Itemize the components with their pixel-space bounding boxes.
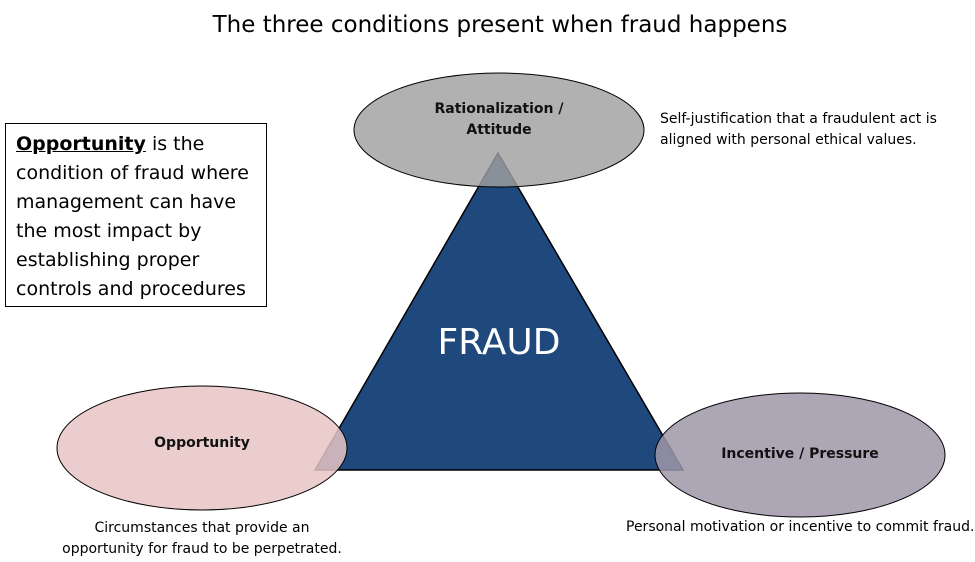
opportunity-label: Opportunity <box>154 435 250 451</box>
opportunity-callout-box: Opportunity is the condition of fraud wh… <box>5 123 267 307</box>
incentive-ellipse <box>654 392 946 518</box>
incentive-description: Personal motivation or incentive to comm… <box>626 519 975 535</box>
rationalization-label: Rationalization / Attitude <box>399 99 599 141</box>
rationalization-label-line1: Rationalization / <box>434 101 564 117</box>
rationalization-description: Self-justification that a fraudulent act… <box>660 109 937 151</box>
rationalization-ellipse <box>353 72 645 188</box>
opportunity-desc-line2: opportunity for fraud to be perpetrated. <box>62 541 342 557</box>
incentive-label: Incentive / Pressure <box>721 446 879 462</box>
diagram-title: The three conditions present when fraud … <box>212 12 788 38</box>
rationalization-desc-line2: aligned with personal ethical values. <box>660 132 917 148</box>
fraud-triangle <box>313 151 685 471</box>
fraud-label: FRAUD <box>437 322 561 363</box>
opportunity-desc-line1: Circumstances that provide an <box>94 520 310 536</box>
rationalization-label-line2: Attitude <box>466 122 532 138</box>
opportunity-ellipse <box>56 385 348 511</box>
callout-text: is the condition of fraud where manageme… <box>16 133 249 300</box>
opportunity-description: Circumstances that provide an opportunit… <box>0 518 404 560</box>
callout-emphasis: Opportunity <box>16 133 146 155</box>
rationalization-desc-line1: Self-justification that a fraudulent act… <box>660 111 937 127</box>
